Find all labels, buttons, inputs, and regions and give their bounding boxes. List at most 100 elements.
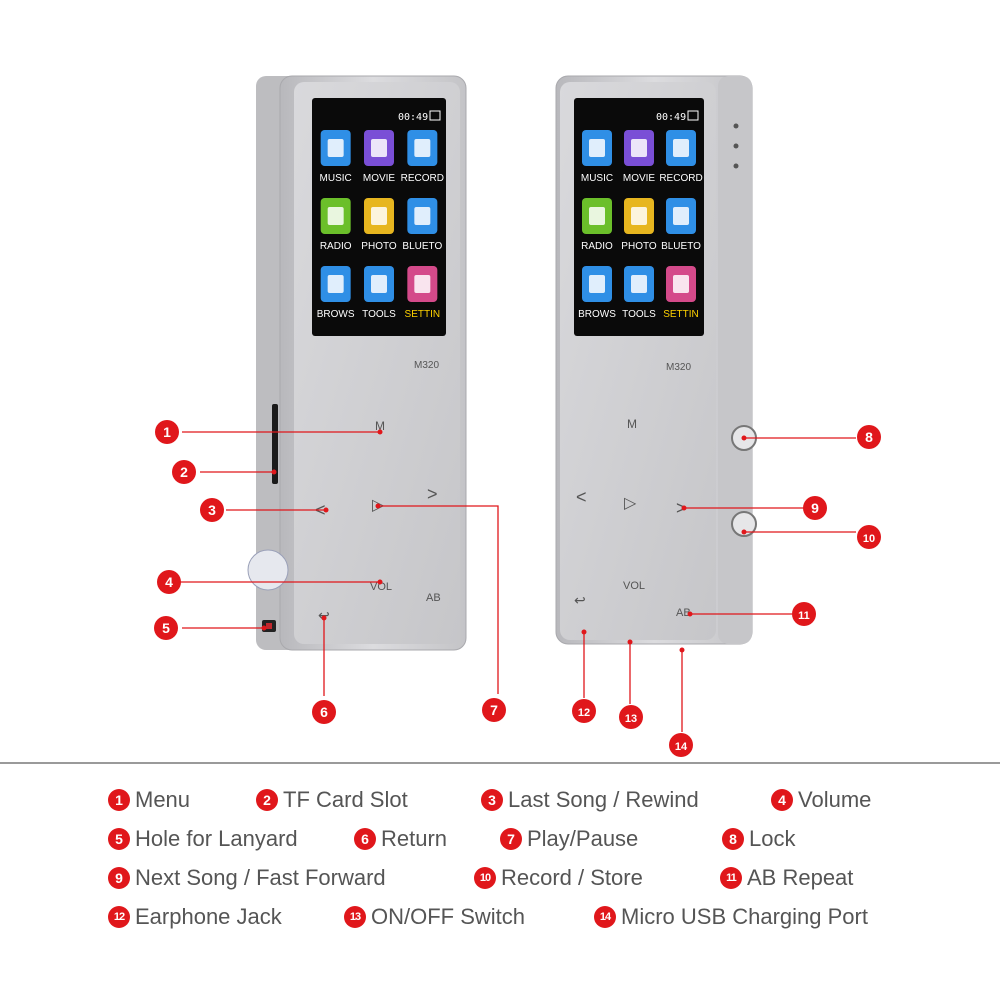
app-label: BLUETO bbox=[402, 241, 442, 252]
callout-number: 11 bbox=[798, 610, 810, 622]
icon-glyph bbox=[631, 139, 647, 157]
menu-key[interactable]: M bbox=[375, 419, 385, 433]
legend-label: Micro USB Charging Port bbox=[621, 904, 868, 929]
callout-badge bbox=[155, 420, 179, 444]
callout-number: 7 bbox=[490, 702, 498, 718]
legend-number-badge: 7 bbox=[500, 828, 522, 850]
legend-label: Play/Pause bbox=[527, 826, 639, 851]
app-label: BROWS bbox=[578, 309, 616, 320]
leader-line-play bbox=[378, 505, 499, 694]
model-label: M320 bbox=[666, 362, 691, 373]
leader-dot bbox=[627, 639, 633, 645]
callout-number: 10 bbox=[863, 533, 875, 545]
icon-glyph bbox=[589, 275, 605, 293]
ab-key[interactable]: AB bbox=[676, 607, 691, 619]
callout-badge bbox=[200, 498, 224, 522]
tf-card-slot bbox=[272, 404, 278, 484]
legend-label: ON/OFF Switch bbox=[371, 904, 526, 929]
volume-key[interactable]: VOL bbox=[623, 580, 645, 592]
legend-label: TF Card Slot bbox=[283, 787, 408, 812]
callout-badge bbox=[572, 699, 596, 723]
back-key[interactable]: ↩ bbox=[574, 593, 586, 609]
legend-number-badge: 5 bbox=[108, 828, 130, 850]
leader-dot bbox=[377, 429, 383, 435]
callout-number: 12 bbox=[578, 707, 590, 719]
legend-number-badge: 4 bbox=[771, 789, 793, 811]
play-key[interactable]: ▷ bbox=[624, 493, 637, 512]
legend-number-badge: 14 bbox=[594, 906, 616, 928]
legend-number-badge: 11 bbox=[720, 867, 742, 889]
callout-number: 2 bbox=[180, 464, 188, 480]
speaker-hole bbox=[733, 163, 739, 169]
callout-number: 8 bbox=[865, 429, 873, 445]
icon-glyph bbox=[589, 139, 605, 157]
next-key[interactable]: > bbox=[676, 498, 687, 518]
app-label: TOOLS bbox=[622, 309, 656, 320]
battery-icon bbox=[429, 110, 441, 121]
leader-dots bbox=[261, 429, 747, 653]
app-label: SETTIN bbox=[663, 309, 699, 320]
prev-key[interactable]: < bbox=[576, 487, 587, 507]
icon-glyph bbox=[371, 275, 387, 293]
legend-label: Last Song / Rewind bbox=[508, 787, 699, 812]
callout-number: 14 bbox=[675, 741, 688, 753]
legend-label: Menu bbox=[135, 787, 191, 812]
legend-label: Next Song / Fast Forward bbox=[135, 865, 386, 890]
speaker-hole bbox=[733, 123, 739, 129]
volume-key[interactable]: VOL bbox=[370, 581, 392, 593]
leader-dot bbox=[375, 503, 381, 509]
menu-key[interactable]: M bbox=[627, 417, 637, 431]
lanyard-hole-mark bbox=[266, 623, 272, 629]
icon-glyph bbox=[631, 275, 647, 293]
leader-dot bbox=[687, 611, 693, 617]
leader-dot bbox=[681, 505, 687, 511]
callout-badge bbox=[172, 460, 196, 484]
callout-badge bbox=[482, 698, 506, 722]
app-label: MUSIC bbox=[581, 173, 613, 184]
callout-number: 13 bbox=[625, 713, 637, 725]
app-label: BROWS bbox=[317, 309, 355, 320]
leader-dot bbox=[323, 507, 329, 513]
section-divider bbox=[0, 762, 1000, 764]
callout-number: 3 bbox=[208, 502, 216, 518]
app-label: RADIO bbox=[320, 241, 352, 252]
callout-badge bbox=[157, 570, 181, 594]
battery-icon bbox=[687, 110, 699, 121]
icon-glyph bbox=[327, 275, 344, 293]
side-sticker bbox=[247, 549, 289, 591]
next-key[interactable]: > bbox=[427, 484, 438, 504]
app-label: MOVIE bbox=[363, 173, 396, 184]
callout-number: 4 bbox=[165, 574, 173, 590]
ab-key[interactable]: AB bbox=[426, 592, 441, 604]
callout-badge bbox=[857, 525, 881, 549]
legend-label: Hole for Lanyard bbox=[135, 826, 298, 851]
legend-number-badge: 9 bbox=[108, 867, 130, 889]
legend-number-badge: 10 bbox=[474, 867, 496, 889]
app-label: TOOLS bbox=[362, 309, 396, 320]
callout-badge bbox=[312, 700, 336, 724]
app-label: MUSIC bbox=[320, 173, 352, 184]
leader-dot bbox=[581, 629, 587, 635]
icon-glyph bbox=[631, 207, 647, 225]
icon-glyph bbox=[414, 139, 431, 157]
record-button[interactable] bbox=[731, 511, 757, 537]
leader-dot bbox=[321, 615, 327, 621]
app-label: PHOTO bbox=[621, 241, 657, 252]
device-side-edge bbox=[718, 76, 752, 644]
leader-dot bbox=[741, 529, 747, 535]
icon-glyph bbox=[673, 275, 689, 293]
app-label: RADIO bbox=[581, 241, 613, 252]
callout-number: 1 bbox=[163, 424, 171, 440]
